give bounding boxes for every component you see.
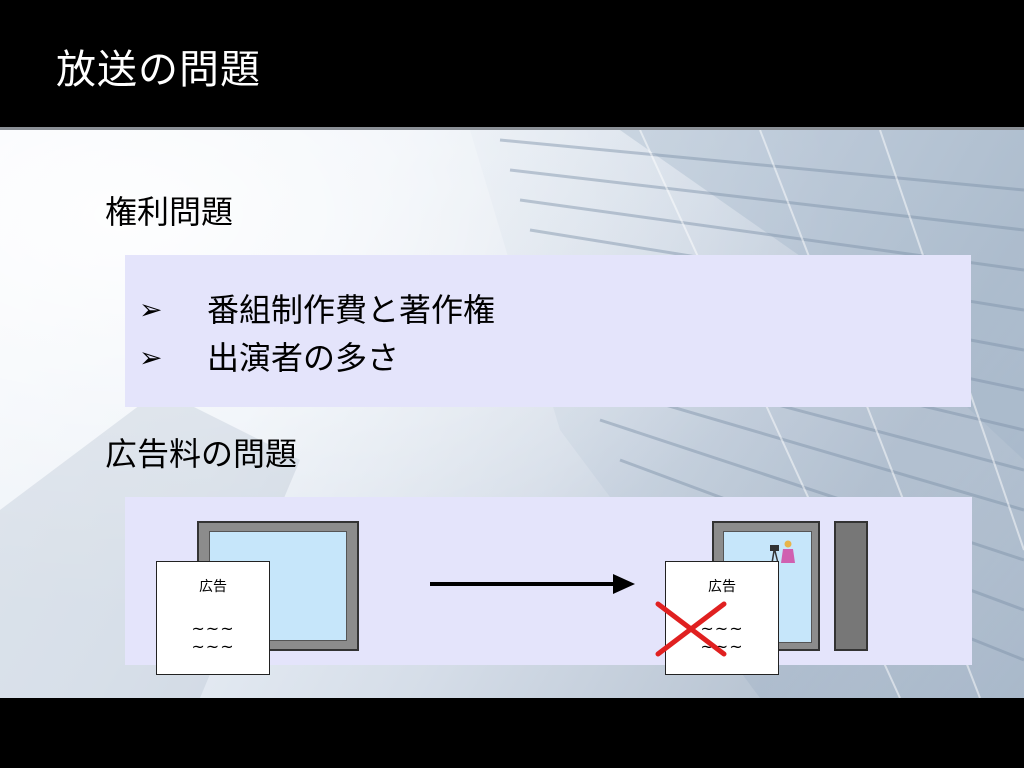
title-divider xyxy=(0,127,1024,130)
ad-label: 広告 xyxy=(199,579,227,595)
ad-paper-left: 広告 ~~~ ~~~ xyxy=(156,561,270,675)
bullet-text: 出演者の多さ xyxy=(207,339,400,377)
ads-diagram-box: 広告 ~~~ ~~~ 広告 ~~~ ~~~ xyxy=(125,497,972,675)
slide-title: 放送の問題 xyxy=(56,47,261,93)
rights-box: ➢ 番組制作費と著作権 ➢ 出演者の多さ xyxy=(125,255,971,407)
ad-label: 広告 xyxy=(708,579,736,595)
bullet-text: 番組制作費と著作権 xyxy=(207,291,496,329)
ad-wave-line: ~~~ xyxy=(700,619,744,638)
right-arrow-icon xyxy=(430,574,635,594)
side-panel xyxy=(834,521,868,651)
ad-wave-line: ~~~ xyxy=(191,619,235,638)
ad-wave-line: ~~~ xyxy=(191,637,235,656)
red-x-icon xyxy=(655,601,727,657)
bottom-bar xyxy=(0,698,1024,768)
arrow-bullet-icon: ➢ xyxy=(139,293,163,326)
heading-ads: 広告料の問題 xyxy=(105,435,298,473)
ad-paper-right: 広告 ~~~ ~~~ xyxy=(665,561,779,675)
heading-rights: 権利問題 xyxy=(105,193,234,231)
title-bar: 放送の問題 xyxy=(0,0,1024,127)
arrow-bullet-icon: ➢ xyxy=(139,341,163,374)
